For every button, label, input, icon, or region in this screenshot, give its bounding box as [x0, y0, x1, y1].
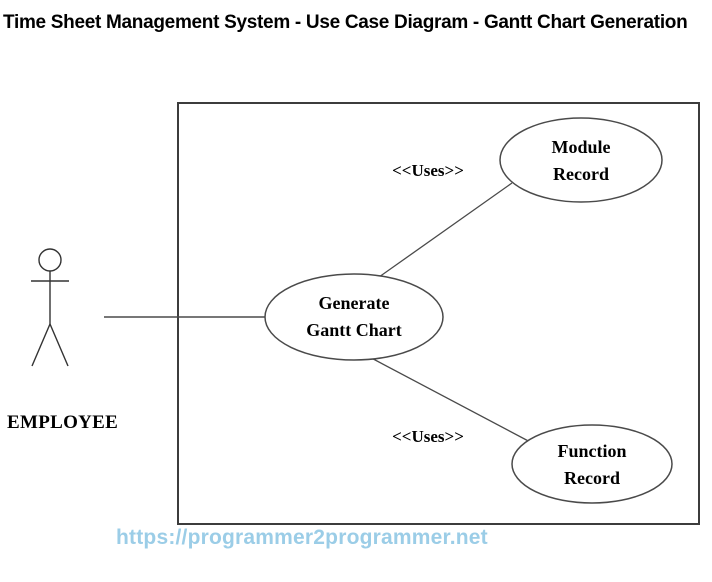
actor-stick-figure-icon	[31, 248, 69, 367]
watermark-url: https://programmer2programmer.net	[116, 526, 488, 549]
uses-link-generate-to-module	[371, 182, 513, 283]
system-boundary-box	[177, 102, 700, 525]
actor-head	[38, 248, 62, 272]
actor-label: EMPLOYEE	[7, 412, 119, 433]
use-case-label-module-record: Module Record	[551, 136, 611, 184]
uses-stereotype-bottom: <<Uses>>	[392, 427, 464, 446]
actor-right-leg	[49, 323, 69, 367]
use-case-ellipse-function-record	[511, 424, 673, 504]
use-case-label-generate-gantt-chart: Generate Gantt Chart	[306, 293, 402, 340]
use-case-label-function-record: Function Record	[557, 440, 627, 488]
page-title: Time Sheet Management System - Use Case …	[3, 12, 688, 33]
use-case-ellipse-module-record	[499, 117, 663, 203]
use-case-ellipse-generate-gantt-chart	[264, 273, 444, 361]
actor-left-leg	[31, 323, 51, 367]
uses-stereotype-top: <<Uses>>	[392, 161, 464, 180]
uses-link-generate-to-function	[359, 351, 535, 445]
